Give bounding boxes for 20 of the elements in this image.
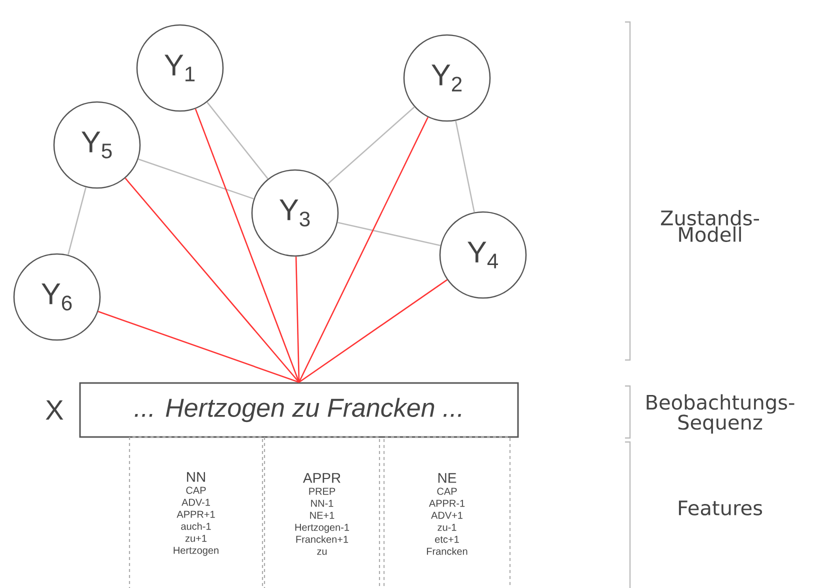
connector-line	[67, 187, 87, 255]
connector-line	[138, 158, 254, 200]
variable-label: X	[46, 400, 64, 420]
connector-line	[206, 102, 268, 180]
section-label: Beobachtungs- Sequenz	[646, 394, 794, 434]
section-label: Zustands- Modell	[660, 210, 759, 242]
feature-box: APPR PREP NN-1 NE+1 Hertzogen-1 Francken+1 zu	[264, 436, 380, 588]
connector-line	[455, 120, 475, 212]
feature-box: NN CAP ADV-1 APPR+1 auch-1 zu+1 Hertzogen	[128, 436, 264, 588]
connector-line	[295, 256, 300, 382]
connector-line	[327, 106, 415, 184]
connector-line	[124, 178, 300, 383]
connector-line	[298, 116, 428, 383]
feature-box: NE CAP APPR-1 ADV+1 zu-1 etc+1 Francken	[383, 436, 511, 588]
sequence-box: ... Hertzogen zu Francken ...	[79, 382, 519, 438]
section-label: Features	[678, 500, 762, 516]
connector-line	[194, 108, 300, 382]
connector-line	[337, 222, 441, 246]
connector-line	[298, 279, 448, 383]
connector-line	[98, 310, 300, 383]
